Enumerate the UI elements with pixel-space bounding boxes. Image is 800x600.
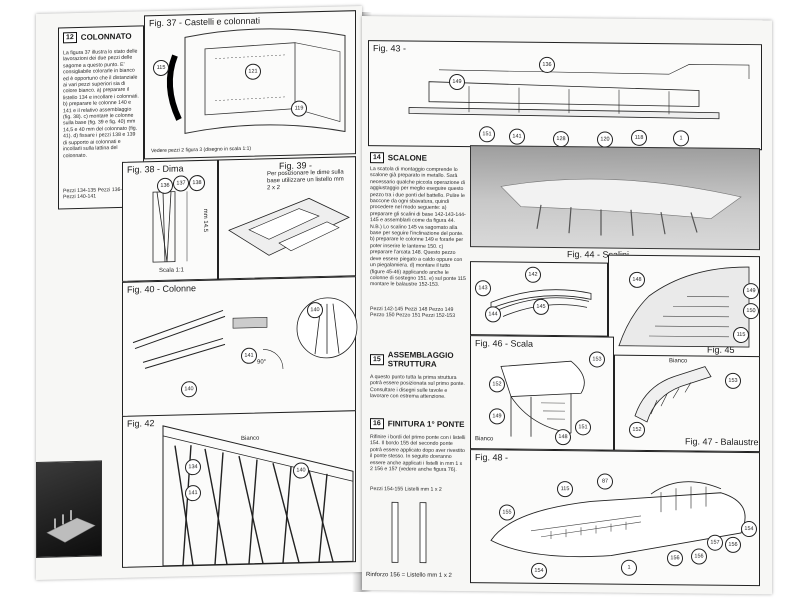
fig44-steps-box: 143 142 145 144 [470, 261, 608, 337]
section-16-body: Rifinire i bordi del primo ponte con i l… [370, 434, 466, 474]
fig47-label: Fig. 47 - Balaustre [685, 436, 759, 448]
section-14-title: SCALONE [387, 153, 427, 163]
fig40-box: Fig. 40 - Colonne 90° 140 141 140 [122, 276, 358, 418]
fig45-box: 148 149 150 115 Fig. 45 [608, 254, 760, 359]
fig48-badge-1: 1 [621, 559, 637, 576]
fig46-box: Fig. 46 - Scala Bianco 153 152 149 151 1… [470, 335, 614, 451]
fig45-drawing [618, 266, 750, 348]
fig43-drawing [408, 64, 750, 120]
section-16-heading: 16 FINITURA 1° PONTE [370, 418, 464, 430]
fig48-box: Fig. 48 - 115 87 155 154 1 156 156 157 1… [470, 449, 760, 587]
fig45-badge-150: 150 [743, 302, 759, 320]
fig48-badge-156a: 156 [667, 550, 683, 567]
fig42-box: Fig. 42 Bianco 140 134 141 [122, 410, 356, 568]
fig40-angle: 90° [257, 359, 267, 366]
fig46-badge-152: 152 [489, 376, 505, 393]
section-16-parts: Pezzi 154-155 Listelli mm 1 x 2 [370, 486, 442, 493]
section-15-heading: 15 ASSEMBLAGGIO STRUTTURA [370, 350, 458, 369]
fig43-box: Fig. 43 - 136 149 151 141 128 120 118 1 [368, 40, 762, 151]
fig44-badge-142: 142 [525, 266, 541, 283]
fig44-badge-143: 143 [475, 280, 491, 297]
fig43-badge-128: 128 [553, 131, 569, 148]
right-page: Fig. 43 - 136 149 151 141 128 120 118 1 … [362, 16, 772, 595]
section-14-number: 14 [370, 152, 384, 164]
section-12-body: La figura 37 illustra lo stato delle lav… [63, 48, 139, 159]
fig38-scale: Scala 1:1 [159, 267, 185, 274]
fig43-badge-1: 1 [673, 130, 689, 147]
rinforzo-drawing [391, 501, 427, 564]
model-photo [36, 460, 102, 558]
fig44-photo-drawing [500, 178, 742, 236]
fig37-drawing [166, 28, 346, 134]
model-photo-drawing [46, 510, 96, 543]
section-14-parts: Pezzi 142-145 Pezzi 148 Pezzo 149 Pezzo … [370, 306, 456, 320]
fig48-badge-155: 155 [499, 504, 515, 521]
fig47-drawing [634, 366, 712, 423]
fig43-badge-151: 151 [479, 126, 495, 143]
fig46-badge-148: 148 [555, 429, 571, 446]
section-15-title: ASSEMBLAGGIO STRUTTURA [387, 350, 454, 369]
fig46-badge-153: 153 [589, 351, 605, 368]
fig38-dimension: mm 14.5 [202, 208, 209, 233]
fig39-box: Fig. 39 - Per posizionare le dime sulla … [218, 156, 356, 280]
fig48-badge-87: 87 [597, 473, 613, 490]
section-15-number: 15 [370, 353, 384, 365]
fig48-badge-156b: 156 [691, 548, 707, 565]
section-12-number: 12 [63, 32, 77, 44]
fig43-badge-149: 149 [449, 73, 465, 91]
fig45-badge-149: 149 [743, 282, 759, 300]
fig47-box: Bianco 153 152 Fig. 47 - Balaustre [614, 354, 760, 453]
section-15-body: A questo punto tutta la prima struttura … [370, 374, 465, 401]
fig44-photo: Fig. 44 - Scalini [470, 145, 760, 260]
section-12-title: COLONNATO [80, 31, 132, 42]
fig43-badge-118: 118 [631, 129, 647, 146]
fig45-label: Fig. 45 [707, 344, 735, 355]
fig48-badge-115: 115 [557, 481, 573, 498]
section-14-heading: 14 SCALONE [370, 152, 427, 164]
section-14-body: La scatola di montaggio comprende lo sca… [370, 166, 466, 289]
rinforzo-note: Rinforzo 156 = Listello mm 1 x 2 [366, 572, 452, 579]
fig45-badge-148: 148 [629, 271, 645, 288]
section-16-number: 16 [370, 418, 384, 430]
fig46-badge-149: 149 [489, 408, 505, 425]
fig42-drawing [162, 425, 354, 567]
section-12-heading: 12 COLONNATO [63, 31, 132, 44]
fig48-drawing [490, 481, 746, 558]
fig40-drawing [132, 297, 358, 369]
fig39-drawing [228, 197, 350, 256]
fig46-bianco: Bianco [475, 436, 494, 443]
left-page: 12 COLONNATO La figura 37 illustra lo st… [36, 6, 362, 581]
fig43-badge-136: 136 [539, 56, 555, 74]
fig48-badge-154b: 154 [741, 520, 757, 538]
fig48-badge-156c: 156 [725, 536, 741, 553]
fig47-badge-152: 152 [629, 421, 645, 438]
fig43-badge-141: 141 [509, 128, 525, 145]
fig48-badge-157: 157 [707, 534, 723, 551]
fig47-badge-153: 153 [725, 372, 741, 389]
fig45-badge-115: 115 [733, 326, 749, 344]
fig48-badge-154: 154 [531, 562, 547, 579]
fig46-badge-151: 151 [575, 419, 591, 436]
fig44-badge-145: 145 [533, 298, 549, 315]
fig43-badge-120: 120 [597, 131, 613, 148]
section-16-title: FINITURA 1° PONTE [387, 419, 465, 430]
fig38-box: Fig. 38 - Dima 137 138 136 mm 14.5 Scala… [122, 159, 218, 282]
fig44-badge-144: 144 [485, 306, 501, 323]
fig37-box: Fig. 37 - Castelli e colonnati 115 121 1… [144, 10, 356, 160]
